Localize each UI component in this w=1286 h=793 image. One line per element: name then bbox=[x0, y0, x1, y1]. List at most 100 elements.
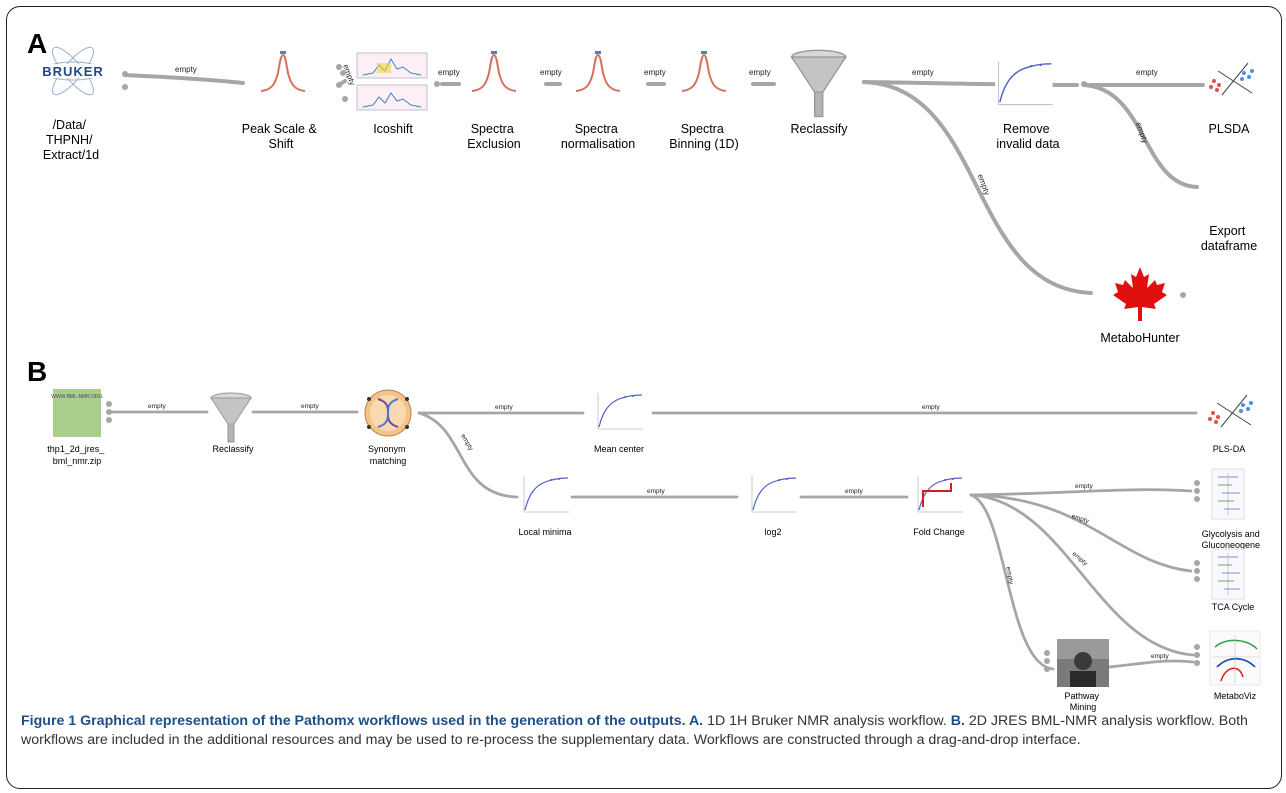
bruker-logo-text: BRUKER bbox=[42, 64, 104, 79]
edge-label: empty bbox=[647, 488, 665, 495]
peak-icon bbox=[471, 50, 517, 92]
edge-label: empty bbox=[912, 68, 934, 77]
peak-icon bbox=[260, 50, 306, 92]
node-label: Icoshift bbox=[373, 122, 413, 136]
node-reclassify[interactable]: Reclassify bbox=[210, 392, 254, 454]
node-spectra-exclusion[interactable]: Spectra Exclusion bbox=[467, 50, 521, 151]
node-metabohunter[interactable]: MetaboHunter bbox=[1100, 267, 1186, 345]
node-remove-invalid-data[interactable]: Remove invalid data bbox=[994, 58, 1087, 151]
node-log2[interactable]: log2 bbox=[748, 473, 798, 537]
node-ports bbox=[1194, 480, 1200, 502]
node-mean-center[interactable]: Mean center bbox=[594, 390, 644, 454]
node-label: Mean center bbox=[594, 444, 644, 454]
funnel-icon bbox=[791, 49, 847, 118]
edge-label: empty bbox=[1004, 566, 1014, 585]
panel-a-letter: A bbox=[27, 28, 47, 59]
caption-title: Figure 1 Graphical representation of the… bbox=[21, 713, 704, 729]
caption-b-label: B. bbox=[950, 713, 965, 729]
node-ports bbox=[336, 64, 348, 102]
node-metaboviz[interactable]: MetaboViz bbox=[1194, 630, 1261, 701]
node-pls-da[interactable]: PLS-DA bbox=[1207, 394, 1254, 454]
panel-b-edge-labels: empty empty empty empty empty empty empt… bbox=[148, 403, 1169, 660]
bml-nmr-icon bbox=[53, 389, 101, 437]
node-tca-cycle[interactable]: TCA Cycle bbox=[1194, 548, 1254, 612]
node-plsda[interactable]: PLSDA bbox=[1208, 62, 1255, 136]
node-label: Export dataframe bbox=[1201, 224, 1257, 253]
node-port bbox=[434, 81, 440, 87]
node-reclassify[interactable]: Reclassify bbox=[791, 49, 849, 136]
miner-photo-icon bbox=[1057, 639, 1109, 687]
node-fold-change[interactable]: Fold Change bbox=[913, 473, 965, 537]
edge-label: empty bbox=[301, 403, 319, 410]
node-pathway-mining[interactable]: Pathway Mining bbox=[1044, 639, 1109, 712]
node-local-minima[interactable]: Local minima bbox=[518, 473, 572, 537]
node-label: Peak Scale & Shift bbox=[242, 122, 321, 151]
pathway-map-icon bbox=[1211, 468, 1245, 520]
caption-text-b: 2D JRES BML-NMR analysis workflow. Both … bbox=[21, 713, 1248, 748]
workflow-diagram: A empty empty empty empty empty empty em… bbox=[27, 28, 1263, 712]
node-label: log2 bbox=[764, 527, 781, 537]
node-ports bbox=[122, 71, 128, 90]
curve-plot-icon bbox=[748, 473, 798, 515]
maple-leaf-icon bbox=[1113, 267, 1167, 321]
edge-label: empty bbox=[922, 404, 940, 411]
edge-label: empty bbox=[845, 488, 863, 495]
peak-icon bbox=[575, 50, 621, 92]
edge-label: empty bbox=[644, 68, 666, 77]
node-label: thp1_2d_jres_ bml_nmr.zip bbox=[47, 444, 107, 466]
curve-plot-icon bbox=[994, 58, 1054, 108]
node-spectra-normalisation[interactable]: Spectra normalisation bbox=[561, 50, 635, 151]
node-peak-scale-shift[interactable]: Peak Scale & Shift bbox=[242, 50, 321, 151]
edge-label: empty bbox=[495, 404, 513, 411]
node-label: MetaboViz bbox=[1214, 691, 1257, 701]
node-label: Pathway Mining bbox=[1064, 691, 1101, 712]
node-ports bbox=[106, 401, 112, 423]
edge-label: empty bbox=[459, 433, 474, 452]
fold-change-plot-icon bbox=[914, 473, 964, 515]
edge-label: empty bbox=[1151, 653, 1169, 660]
node-port bbox=[1180, 292, 1186, 298]
node-label: Remove invalid data bbox=[996, 122, 1059, 151]
node-zip-file[interactable]: WWW.BML-NMR.ORG thp1_2d_jres_ bml_nmr.zi… bbox=[47, 389, 112, 466]
node-label: Spectra Binning (1D) bbox=[669, 122, 738, 151]
panel-b-letter: B bbox=[27, 356, 47, 387]
node-bruker-data[interactable]: BRUKER /Data/ THPNH/ Extract/1d bbox=[41, 42, 128, 162]
node-ports bbox=[1194, 560, 1200, 582]
panel-b-edges bbox=[107, 410, 1198, 671]
edge-label: empty bbox=[540, 68, 562, 77]
node-label: Spectra Exclusion bbox=[467, 122, 521, 151]
metabolic-map-icon bbox=[1209, 630, 1261, 686]
node-synonym-matching[interactable]: Synonym matching bbox=[364, 389, 412, 466]
node-label: Reclassify bbox=[212, 444, 254, 454]
caption-text-a: 1D 1H Bruker NMR analysis workflow. bbox=[703, 713, 951, 729]
node-icoshift[interactable]: Icoshift bbox=[336, 52, 440, 136]
edge-label: empty bbox=[1075, 483, 1093, 490]
figure-frame: A empty empty empty empty empty empty em… bbox=[6, 6, 1282, 789]
node-ports bbox=[1044, 650, 1050, 672]
edge-label: empty bbox=[749, 68, 771, 77]
pathway-map-icon bbox=[1211, 548, 1245, 600]
node-label: PLSDA bbox=[1209, 122, 1251, 136]
dna-icon bbox=[364, 389, 412, 437]
edge-label: empty bbox=[438, 68, 460, 77]
node-glycolysis[interactable]: Glycolysis and Gluconeogene sis bbox=[1194, 468, 1263, 561]
node-port bbox=[1081, 81, 1087, 87]
node-label: Spectra normalisation bbox=[561, 122, 635, 151]
edge-label: empty bbox=[175, 65, 197, 74]
node-label: Local minima bbox=[518, 527, 571, 537]
icoshift-spectra-icon bbox=[356, 52, 428, 111]
bruker-logo-icon: BRUKER bbox=[41, 46, 105, 96]
figure-caption: Figure 1 Graphical representation of the… bbox=[21, 712, 1281, 750]
edge-label: empty bbox=[1136, 68, 1158, 77]
node-spectra-binning[interactable]: Spectra Binning (1D) bbox=[669, 50, 739, 151]
plsda-scatter-icon bbox=[1207, 394, 1254, 428]
node-label: MetaboHunter bbox=[1100, 331, 1179, 345]
node-label: Reclassify bbox=[791, 122, 849, 136]
curve-plot-icon bbox=[520, 473, 570, 515]
node-label: Synonym matching bbox=[368, 444, 408, 466]
node-export-dataframe[interactable]: Export dataframe bbox=[1201, 224, 1257, 253]
edge-label: empty bbox=[148, 403, 166, 410]
edge-label: empty bbox=[1134, 121, 1150, 145]
curve-plot-icon bbox=[594, 390, 644, 432]
node-label: Fold Change bbox=[913, 527, 965, 537]
